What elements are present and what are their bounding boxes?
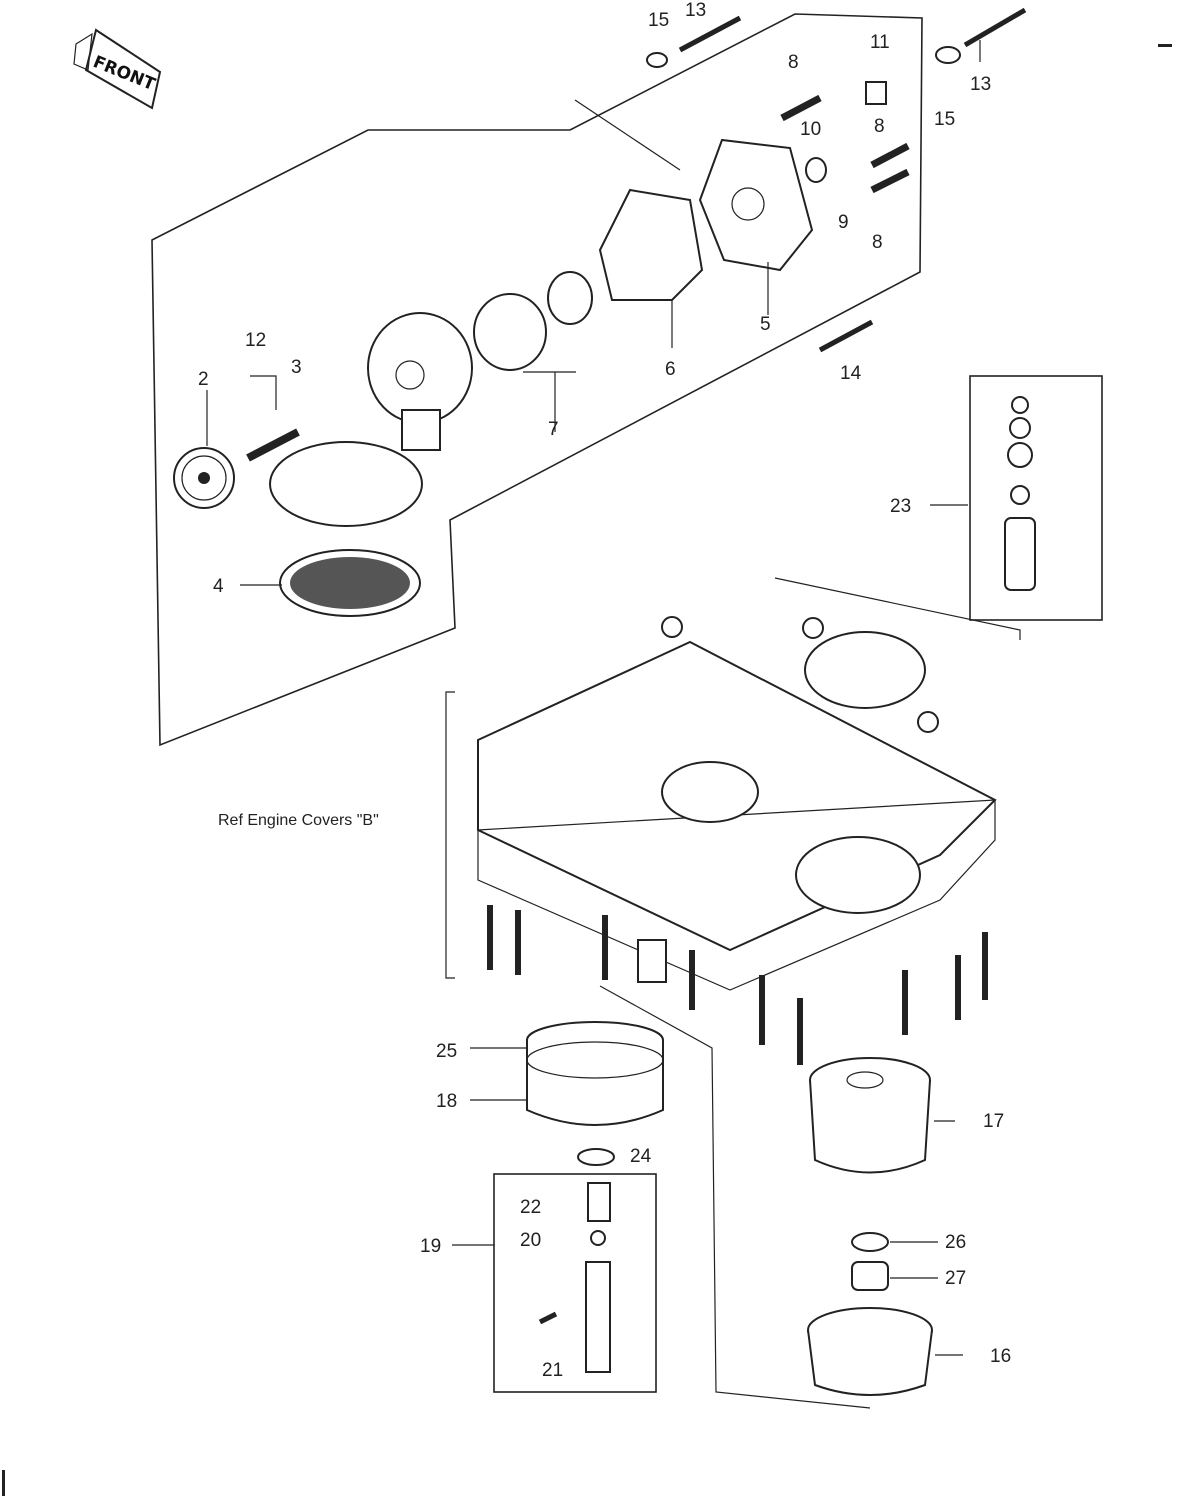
reference-bracket [445,691,455,979]
relief-valve-box [969,375,1103,621]
oring-24-part [577,1148,615,1166]
pin-part [678,15,742,53]
page-margin-mark [2,1470,5,1496]
pump-assembly-boundary [151,13,923,747]
bypass-valve-box [493,1173,657,1393]
pump-shaft-part [246,428,300,462]
callout-2: 2 [198,369,209,390]
dowel-part [865,81,887,105]
callout-labels: 2 3 4 5 6 7 8 8 8 9 10 11 12 13 13 14 15… [198,0,1011,1381]
callout-16: 16 [990,1346,1011,1367]
front-direction-badge: FRONT [73,28,162,110]
pin-part [818,319,874,353]
gasket-part [598,188,704,301]
callout-24: 24 [630,1146,652,1167]
reference-note: Ref Engine Covers "B" [218,812,379,829]
callout-15b: 15 [934,109,955,130]
oil-pan-leader [774,577,1021,640]
callout-15a: 15 [648,10,669,31]
callout-21: 21 [542,1360,563,1381]
washer-part [805,157,827,183]
callout-leaders [206,40,981,1356]
callout-20: 20 [520,1230,541,1251]
callout-12: 12 [245,330,266,351]
callout-27: 27 [945,1268,966,1289]
collar-part [646,52,668,68]
callout-4: 4 [213,576,224,597]
washer-26-part [851,1232,889,1252]
page-margin-mark [1158,44,1172,47]
callout-13a: 13 [685,0,706,21]
callout-23: 23 [890,496,911,517]
spring-27-part [851,1261,889,1291]
pump-oring-part [269,441,423,527]
callout-26: 26 [945,1232,966,1253]
callout-18: 18 [436,1091,457,1112]
callout-17: 17 [983,1111,1004,1132]
callout-7: 7 [548,419,559,440]
callout-3: 3 [291,357,302,378]
filter-leader-box [599,985,871,1409]
relief-valve-part [1004,396,1036,591]
callout-10: 10 [800,119,821,140]
bypass-valve-part [538,1182,611,1373]
callout-11: 11 [870,32,890,53]
outer-rotor-part [473,293,547,371]
callout-5: 5 [760,314,771,335]
callout-8b: 8 [874,116,885,137]
callout-14: 14 [840,363,862,384]
sprocket-part [173,447,235,509]
callout-13b: 13 [970,74,991,95]
bolt-part [780,94,822,122]
callout-19: 19 [420,1236,441,1257]
bolt-part [870,142,910,169]
bolt-part [870,168,910,194]
filter-housing-part [526,1021,664,1126]
callout-8a: 8 [788,52,799,73]
callout-8c: 8 [872,232,883,253]
callout-25: 25 [436,1041,457,1062]
inner-rotor-part [547,271,593,325]
pump-body-part [367,312,473,451]
oil-screen-part [279,549,421,617]
oil-filter-part [809,1057,931,1174]
pan-bolts-part [487,905,988,1065]
callout-22: 22 [520,1197,541,1218]
pump-cover-part [698,138,814,272]
oil-pan-part [477,616,997,991]
callout-9: 9 [838,212,849,233]
pin-part [963,7,1027,48]
filter-cover-part [807,1307,933,1396]
collar-part [935,46,961,64]
callout-6: 6 [665,359,676,380]
